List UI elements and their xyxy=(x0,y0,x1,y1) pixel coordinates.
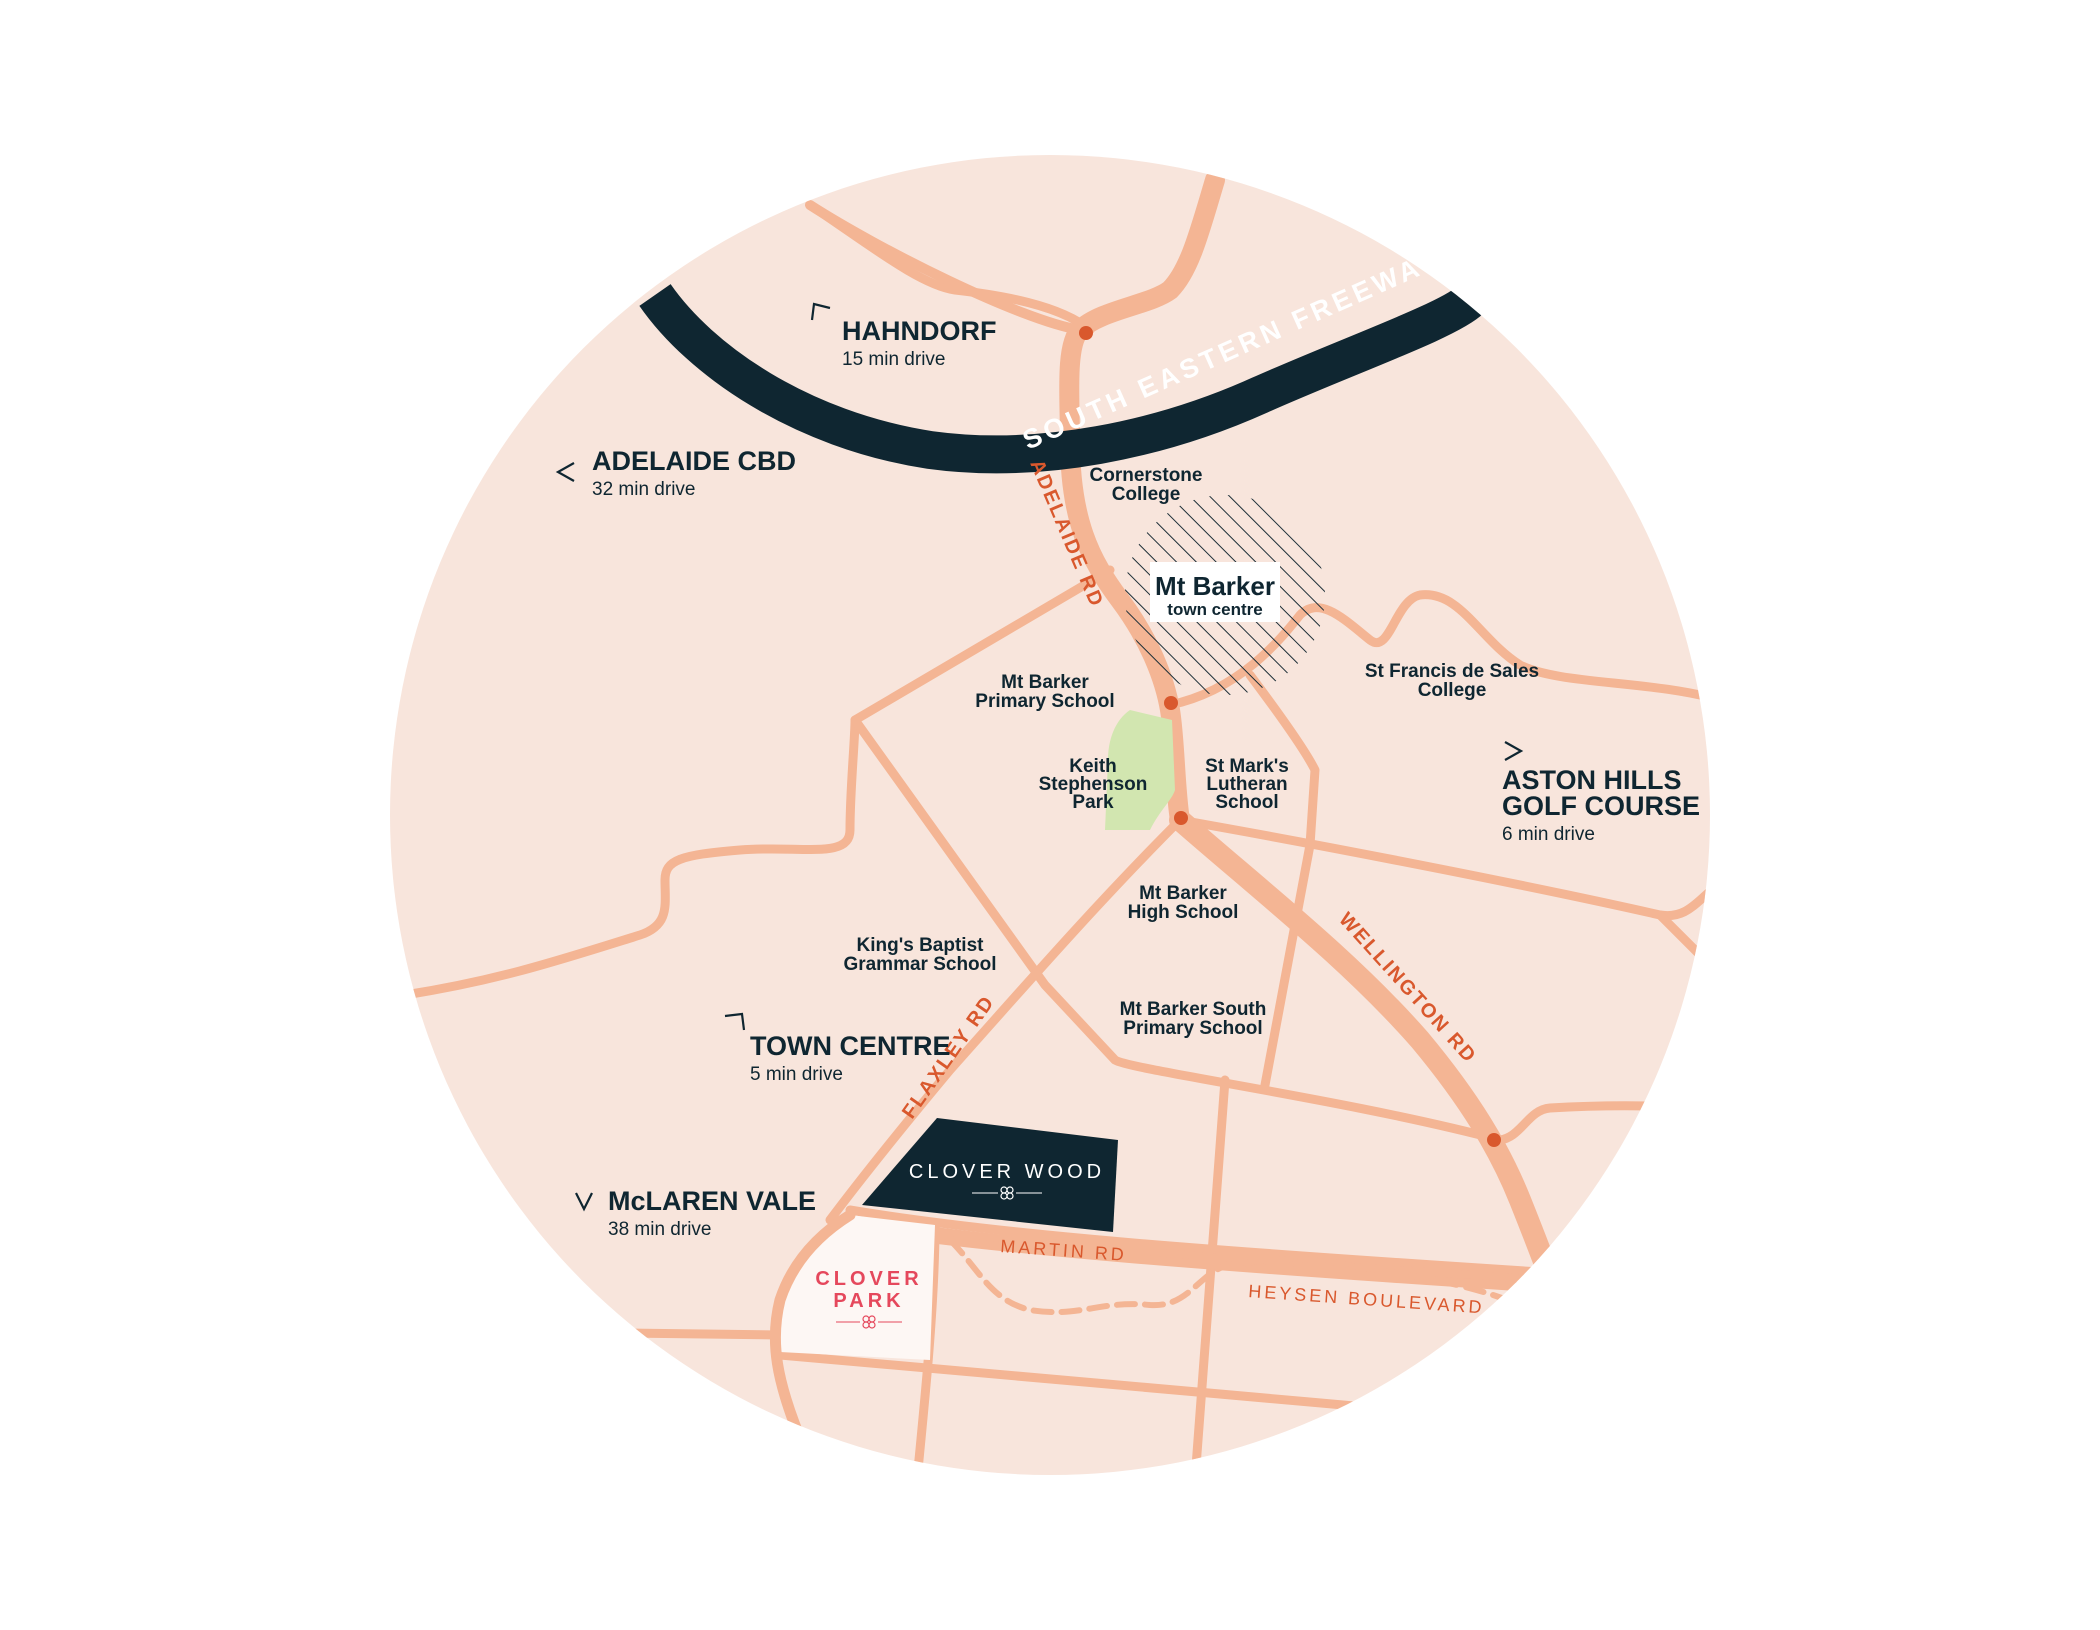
destination-mclaren-vale-name: McLAREN VALE xyxy=(608,1186,816,1216)
junction-flaxley xyxy=(1174,811,1188,825)
poi-south-primary-2: Primary School xyxy=(1123,1018,1262,1039)
poi-kings-baptist-2: Grammar School xyxy=(843,954,996,975)
south-eastern-freeway xyxy=(639,283,1484,474)
road-flaxley xyxy=(825,815,1185,1225)
arrow-up-right-icon xyxy=(724,1012,746,1031)
poi-mt-barker-primary-1: Mt Barker xyxy=(1001,672,1089,693)
destination-aston-hills-time: 6 min drive xyxy=(1502,824,1595,845)
road-north-west-link xyxy=(805,200,1085,335)
destination-town-centre-time: 5 min drive xyxy=(750,1064,843,1085)
road-st-marks xyxy=(1245,670,1320,1090)
arrow-down-icon xyxy=(575,1192,593,1212)
four-leaf-clover-icon xyxy=(836,1315,902,1329)
town-centre-badge-subtitle: town centre xyxy=(1167,600,1262,619)
poi-st-francis-2: College xyxy=(1418,680,1487,701)
clover-park-label-line2: PARK xyxy=(833,1290,904,1312)
poi-st-francis-1: St Francis de Sales xyxy=(1365,661,1539,682)
junction-hahndorf xyxy=(1079,326,1093,340)
destination-hahndorf-name: HAHNDORF xyxy=(842,316,997,346)
arrow-up-left-icon xyxy=(810,302,831,321)
poi-st-marks-2: Lutheran xyxy=(1206,774,1287,795)
road-clover-park-edge xyxy=(769,1209,856,1456)
road-aston-hills xyxy=(1175,815,1710,921)
road-north-south-1 xyxy=(1190,1075,1230,1475)
destination-aston-hills-line2: GOLF COURSE xyxy=(1502,791,1700,821)
clover-park-area xyxy=(779,1215,935,1360)
junction-wellington xyxy=(1487,1133,1501,1147)
map-land xyxy=(390,155,1710,1475)
arrow-left-icon xyxy=(555,462,575,482)
road-west-arterial xyxy=(400,565,1115,1000)
destination-hahndorf-time: 15 min drive xyxy=(842,349,946,370)
poi-cornerstone-college-2: College xyxy=(1112,484,1181,505)
poi-cornerstone-college-1: Cornerstone xyxy=(1090,465,1203,486)
four-leaf-clover-icon xyxy=(972,1186,1042,1200)
road-south-crossing xyxy=(775,1350,1405,1415)
arrow-right-icon xyxy=(1504,741,1524,761)
poi-kings-baptist-1: King's Baptist xyxy=(857,935,985,956)
clover-wood-block xyxy=(862,1118,1118,1232)
road-heysen-boulevard xyxy=(947,1237,1523,1316)
keith-stephenson-park xyxy=(1105,710,1175,830)
destination-adelaide-cbd-time: 32 min drive xyxy=(592,479,696,500)
poi-high-school-1: Mt Barker xyxy=(1139,883,1227,904)
town-centre-badge xyxy=(1150,562,1280,622)
destination-aston-hills-line1: ASTON HILLS xyxy=(1502,765,1682,795)
junction-town-centre xyxy=(1164,696,1178,710)
road-south-west xyxy=(395,1325,785,1340)
poi-keith-stephenson-1: Keith xyxy=(1069,756,1117,777)
destination-mclaren-vale-time: 38 min drive xyxy=(608,1219,712,1240)
destination-town-centre-name: TOWN CENTRE xyxy=(750,1031,951,1061)
poi-keith-stephenson-3: Park xyxy=(1072,792,1114,813)
road-wellington-rd xyxy=(1169,809,1576,1331)
clover-wood-label: CLOVER WOOD xyxy=(909,1161,1105,1183)
poi-south-primary-1: Mt Barker South xyxy=(1120,999,1267,1020)
poi-st-marks-1: St Mark's xyxy=(1205,756,1289,777)
poi-keith-stephenson-2: Stephenson xyxy=(1039,774,1148,795)
poi-st-marks-3: School xyxy=(1215,792,1278,813)
road-kings-link xyxy=(850,715,1505,1145)
town-centre-badge-title: Mt Barker xyxy=(1155,571,1275,601)
poi-mt-barker-primary-2: Primary School xyxy=(975,691,1114,712)
clover-park-label-line1: CLOVER xyxy=(815,1268,922,1290)
road-martin-1 xyxy=(845,1205,1545,1277)
destination-adelaide-cbd-name: ADELAIDE CBD xyxy=(592,446,796,476)
poi-high-school-2: High School xyxy=(1128,902,1239,923)
